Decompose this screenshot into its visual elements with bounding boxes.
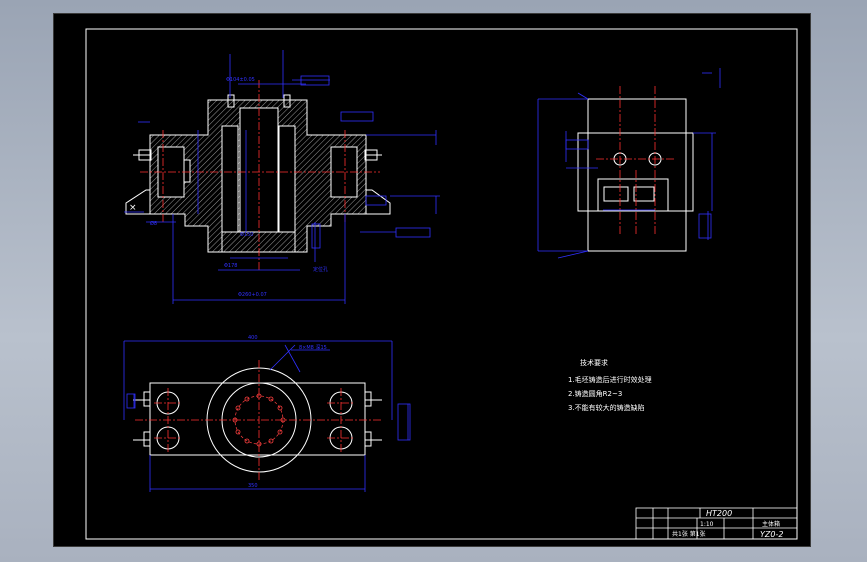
section-view	[125, 94, 391, 253]
side-slot	[597, 178, 669, 212]
svg-text:350: 350	[248, 483, 258, 489]
tech-notes: 技术要求 1.毛坯铸造后进行时效处理 2.铸造圆角R2~3 3.不能有较大的铸造…	[568, 358, 652, 412]
part-name-text: 主体箱	[762, 520, 780, 528]
side-dimensions	[537, 68, 721, 259]
svg-text:400: 400	[248, 335, 258, 341]
side-body	[587, 98, 687, 252]
top-dimensions	[123, 340, 411, 492]
notes-line-3: 3.不能有较大的铸造缺陷	[568, 403, 645, 412]
notes-heading: 技术要求	[580, 358, 608, 367]
notes-line-2: 2.铸造圆角R2~3	[568, 389, 622, 398]
notes-line-1: 1.毛坯铸造后进行时效处理	[568, 375, 652, 384]
drawing-no-text: YZ0-2	[760, 530, 783, 539]
inner-border	[85, 28, 798, 540]
drawing-sheet	[54, 14, 810, 546]
side-flange	[577, 132, 694, 212]
section-dimensions	[124, 50, 440, 304]
right-clamp	[365, 189, 391, 215]
svg-text:Ø8: Ø8	[150, 220, 157, 227]
top-centerlines	[135, 360, 383, 480]
svg-text:Φ260+0.07: Φ260+0.07	[238, 292, 267, 298]
side-centerlines	[596, 86, 676, 234]
material-text: HT200	[706, 509, 732, 518]
top-body	[149, 382, 366, 456]
side-view	[577, 98, 694, 252]
svg-text:Φ178: Φ178	[224, 263, 237, 269]
svg-text:Φ104±0.05: Φ104±0.05	[226, 77, 255, 83]
sheet-text: 共1张 第1张	[672, 530, 706, 538]
svg-text:Φ150: Φ150	[240, 232, 253, 238]
scale-text: 1:10	[700, 521, 714, 528]
top-dim-text: 400 350 8×M8 深15	[248, 335, 327, 489]
svg-text:定位孔: 定位孔	[313, 266, 328, 273]
cut-mark: ×	[129, 203, 137, 213]
section-centerlines	[140, 80, 380, 272]
svg-text:8×M8 深15: 8×M8 深15	[299, 344, 327, 351]
section-dim-text: Φ260+0.07 Φ178 Φ104±0.05 Φ150 Ø8 定位孔	[150, 77, 328, 298]
title-block	[635, 507, 798, 540]
